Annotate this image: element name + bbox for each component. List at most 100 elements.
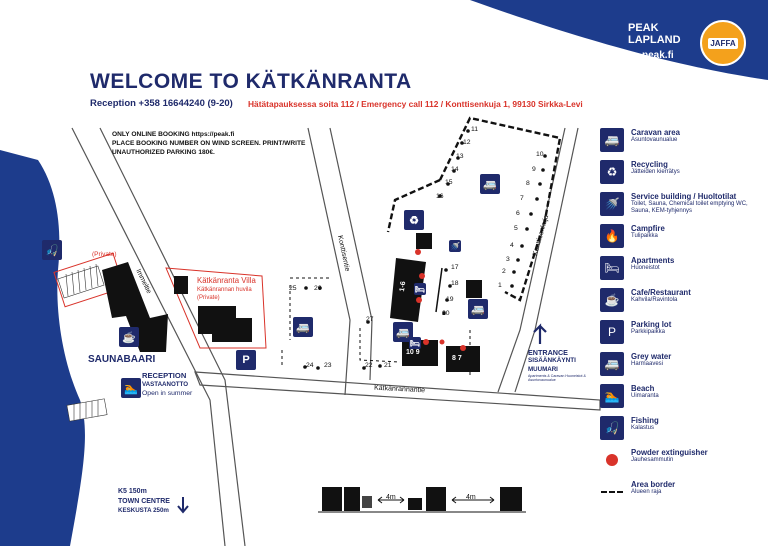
saunabaari-building — [102, 262, 168, 352]
entrance-label: ENTRANCE — [528, 348, 568, 357]
saunabaari-label: SAUNABAARI — [88, 354, 156, 365]
service-building-icon: 🚿 — [449, 240, 461, 252]
vehicle-spacing-diagram — [318, 487, 526, 513]
pitch-number: 21 — [384, 362, 392, 369]
header-swoosh — [470, 0, 768, 80]
legend-sub: Kahvila/Ravintola — [631, 297, 678, 303]
caravan-icon-3: 🚐 — [468, 299, 488, 319]
building-1-6 — [390, 258, 426, 322]
legend-sub: Harmaavesi — [631, 361, 664, 367]
caravan-icon: 🚐 — [600, 128, 624, 152]
distance-keskusta: KESKUSTA 250m — [118, 507, 169, 514]
cafe-icon: ☕ — [119, 327, 139, 347]
pitch-number: 1 — [498, 282, 502, 289]
legend-sub: Toilet, Sauna, Chemical toilet emptying … — [631, 201, 748, 214]
legend-sub: Jätteiden kierrätys — [631, 169, 680, 175]
villa-name: Kätkänranta Villa — [197, 276, 256, 285]
brand-line-2: LAPLAND — [628, 34, 681, 46]
pitch-number: 24 — [306, 362, 314, 369]
gap-label-2: 4m — [466, 494, 476, 501]
fishing-icon: 🎣 — [42, 240, 62, 260]
distance-k5: K5 150m — [118, 488, 147, 495]
extinguisher-markers — [415, 249, 466, 351]
town-arrow — [177, 497, 189, 514]
pitch-number: 23 — [324, 362, 332, 369]
pitch-number: 10 — [536, 151, 544, 158]
pitch-number: 11 — [471, 126, 479, 133]
legend-sub: Jauhesammutin — [631, 457, 674, 463]
brand-line-1: PEAK — [628, 22, 659, 34]
page-title: WELCOME TO KÄTKÄNRANTA — [90, 70, 412, 93]
legend-sub: Alueen raja — [631, 489, 662, 495]
pitch-number: 13 — [456, 153, 464, 160]
campfire-icon: 🔥 — [600, 224, 624, 248]
entrance-arrow — [533, 323, 547, 344]
entrance-sub: SISÄÄNKÄYNTI — [528, 357, 576, 364]
lake-area — [0, 150, 85, 546]
booking-notice: ONLY ONLINE BOOKING https://peak.fi PLAC… — [112, 130, 305, 157]
apartments-icon-2: 🛏 — [409, 337, 421, 349]
legend-title: Service building / Huoltotilat — [631, 192, 737, 201]
peak-lapland-logo: PEAK LAPLAND — [628, 22, 681, 46]
jaffa-logo-text: JAFFA — [708, 37, 738, 49]
villa-building — [198, 306, 252, 342]
legend-title: Beach — [631, 384, 655, 393]
gap-label-1: 4m — [386, 494, 396, 501]
muumari-label: MUUMARI — [528, 366, 558, 373]
pitch-number: 22 — [365, 362, 373, 369]
pitch-number: 18 — [451, 280, 459, 287]
building-10-9-label: 10 9 — [406, 349, 420, 356]
reception-label: RECEPTION — [142, 371, 187, 380]
legend-title: Powder extinguisher — [631, 448, 708, 457]
pitch-number: 19 — [446, 296, 454, 303]
service-building-icon: 🚿 — [600, 192, 624, 216]
pitch-number: 8 — [526, 180, 530, 187]
recycling-icon: ♻ — [404, 210, 424, 230]
pitch-number: 25 — [289, 285, 297, 292]
legend-title: Grey water — [631, 352, 672, 361]
pitch-number: 4 — [510, 242, 514, 249]
notice-line-2: PLACE BOOKING NUMBER ON WIND SCREEN. PRI… — [112, 140, 306, 147]
parking-icon: P — [236, 350, 256, 370]
legend-title: Campfire — [631, 224, 665, 233]
pitch-number: 9 — [532, 166, 536, 173]
pitch-number: 12 — [463, 139, 471, 146]
parking-icon: P — [600, 320, 624, 344]
villa-sub: Kätkänrannan huvila — [197, 287, 252, 293]
pitch-number: 6 — [516, 210, 520, 217]
legend-title: Area border — [631, 480, 676, 489]
villa-plot — [165, 267, 267, 349]
reception-note: Open in summer — [142, 390, 193, 397]
legend-title: Fishing — [631, 416, 659, 425]
notice-line-1: ONLY ONLINE BOOKING https://peak.fi — [112, 131, 235, 138]
pitch-number: 2 — [502, 268, 506, 275]
legend-sub: Huoneistot — [631, 265, 660, 271]
cafe-icon: ☕ — [600, 288, 624, 312]
distance-town: TOWN CENTRE — [118, 498, 170, 505]
pitch-number: 7 — [520, 195, 524, 202]
legend-title: Cafe/Restaurant — [631, 288, 691, 297]
legend-sub: Kalastus — [631, 425, 655, 431]
pitch-number: 15 — [445, 179, 453, 186]
pitch-number: 3 — [506, 256, 510, 263]
caravan-icon: 🚐 — [293, 317, 313, 337]
area-border-icon — [600, 480, 624, 504]
pitch-number: 26 — [314, 285, 322, 292]
beach-icon: 🏊 — [600, 384, 624, 408]
legend-title: Parking lot — [631, 320, 672, 329]
pitch-number: 5 — [514, 225, 518, 232]
grey-water-icon: 🚐 — [600, 352, 624, 376]
pitch-number: 27 — [366, 316, 374, 323]
fishing-icon: 🎣 — [600, 416, 624, 440]
